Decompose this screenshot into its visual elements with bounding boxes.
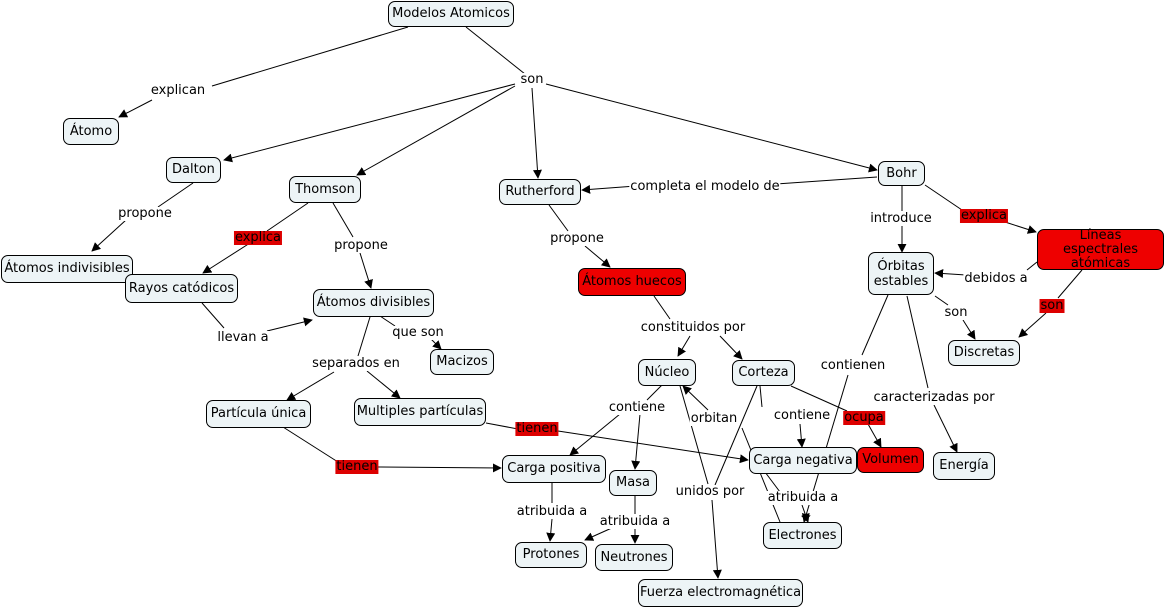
link-separados-en: separados en [311,356,401,371]
link-son: son [519,72,545,87]
concept-atomos-indivisibles[interactable]: Átomos indivisibles [1,255,133,283]
link-explica-bohr: explica [959,208,1009,223]
concept-lineas-espectrales[interactable]: Líneas espectrales atómicas [1037,228,1164,270]
link-debidos-a: debidos a [963,271,1029,286]
link-completa-modelo: completa el modelo de [629,179,781,194]
link-introduce: introduce [869,211,933,226]
link-contienen: contienen [819,358,887,373]
concept-neutrones[interactable]: Neutrones [595,544,673,571]
concept-bohr[interactable]: Bohr [878,161,925,186]
link-que-son: que son [391,325,445,340]
concept-electrones[interactable]: Electrones [763,522,842,549]
link-llevan-a: llevan a [216,330,270,345]
link-atribuida-masa: atribuida a [598,514,672,529]
concept-atomos-huecos[interactable]: Átomos huecos [578,268,686,296]
concept-atomos-divisibles[interactable]: Átomos divisibles [313,289,434,317]
concept-atomo[interactable]: Átomo [63,118,119,145]
link-ocupa: ocupa [843,410,885,425]
concept-carga-positiva[interactable]: Carga positiva [502,455,606,483]
concept-rutherford[interactable]: Rutherford [499,179,581,205]
concept-carga-negativa[interactable]: Carga negativa [749,447,857,474]
link-tienen-particula: tienen [335,459,379,474]
concept-energia[interactable]: Energía [933,452,995,480]
concept-dalton[interactable]: Dalton [166,157,221,183]
concept-volumen[interactable]: Volumen [857,447,924,473]
link-propone-rutherford: propone [549,231,605,246]
concept-masa[interactable]: Masa [609,470,657,496]
link-son-orbitas: son [943,305,969,320]
concept-modelos-atomicos[interactable]: Modelos Atomicos [388,1,514,27]
link-propone-dalton: propone [117,206,173,221]
link-son-lineas: son [1039,298,1065,313]
link-contiene-corteza: contiene [772,408,832,423]
concept-macizos[interactable]: Macizos [430,349,494,375]
link-atribuida-negativa: atribuida a [766,490,840,505]
link-caracterizadas-por: caracterizadas por [872,390,996,405]
link-explican: explican [149,83,207,98]
concept-fuerza-electromagnetica[interactable]: Fuerza electromagnética [638,579,803,607]
concept-thomson[interactable]: Thomson [289,176,361,203]
link-orbitan: orbitan [689,411,739,426]
concept-corteza[interactable]: Corteza [732,360,795,386]
concept-particula-unica[interactable]: Partícula única [206,400,311,428]
concept-orbitas-estables[interactable]: Órbitas estables [868,252,934,295]
link-tienen-multiples: tienen [515,421,559,436]
concept-rayos-catodicos[interactable]: Rayos catódicos [125,274,238,303]
link-explica-thomson: explica [233,230,283,245]
link-constituidos-por: constituidos por [639,320,747,335]
concept-protones[interactable]: Protones [515,542,587,568]
concept-discretas[interactable]: Discretas [948,340,1020,366]
link-unidos-por: unidos por [674,484,746,499]
link-atribuida-positiva: atribuida a [515,504,589,519]
link-contiene-nucleo: contiene [607,400,667,415]
concept-nucleo[interactable]: Núcleo [638,359,696,386]
link-propone-thomson: propone [333,238,389,253]
concept-multiples-particulas[interactable]: Multiples partículas [354,398,486,426]
